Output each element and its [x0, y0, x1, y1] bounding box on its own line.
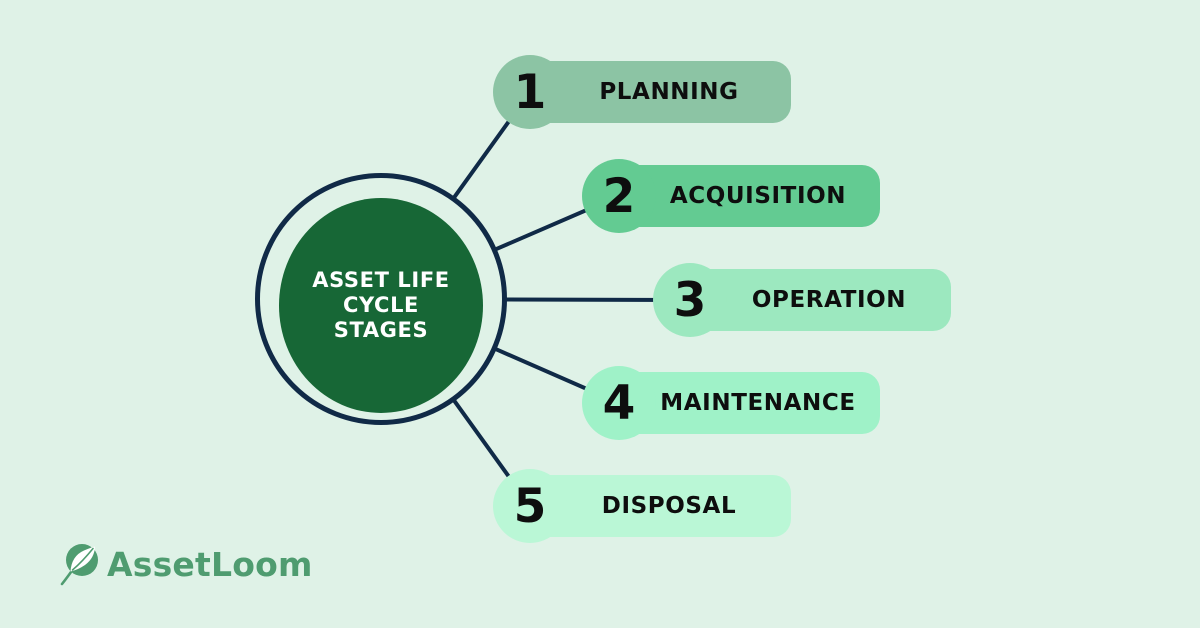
stage-acquisition: ACQUISITION 2: [582, 159, 880, 233]
stage-label: PLANNING: [599, 79, 739, 105]
diagram-title: ASSET LIFE CYCLE STAGES: [312, 268, 449, 343]
stage-number: 4: [602, 375, 636, 431]
assetloom-logo: AssetLoom: [60, 540, 313, 588]
stage-number-badge: 5: [493, 469, 567, 543]
stage-number: 1: [513, 64, 547, 120]
stage-number-badge: 4: [582, 366, 656, 440]
stage-disposal: DISPOSAL 5: [493, 469, 791, 543]
stage-maintenance: MAINTENANCE 4: [582, 366, 880, 440]
leaf-icon: [60, 544, 98, 586]
stage-label: OPERATION: [751, 287, 907, 313]
center-green-disc: ASSET LIFE CYCLE STAGES: [279, 198, 483, 413]
stage-number: 5: [513, 478, 547, 534]
stage-label: DISPOSAL: [601, 493, 737, 519]
stage-label: MAINTENANCE: [660, 390, 856, 416]
stage-number-badge: 3: [653, 263, 727, 337]
stage-label: ACQUISITION: [669, 183, 847, 209]
stage-number: 3: [673, 272, 707, 328]
stage-number-badge: 2: [582, 159, 656, 233]
title-line-1: ASSET LIFE: [312, 268, 450, 292]
logo-text: AssetLoom: [107, 544, 313, 584]
center-circle: ASSET LIFE CYCLE STAGES: [255, 173, 507, 425]
stage-number: 2: [602, 168, 636, 224]
stage-operation: OPERATION 3: [653, 263, 951, 337]
stage-planning: PLANNING 1: [493, 55, 791, 129]
stage-number-badge: 1: [493, 55, 567, 129]
title-line-2: CYCLE: [342, 293, 419, 317]
title-line-3: STAGES: [333, 318, 429, 342]
